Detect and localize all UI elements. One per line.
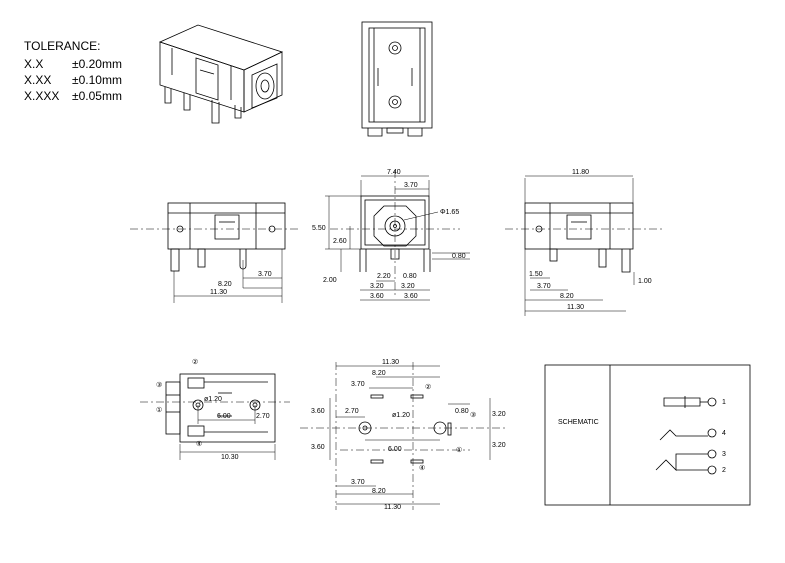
pin-number-3: ③ (156, 381, 162, 389)
dim-label: 3.60 (311, 408, 325, 415)
dim-label: 1.50 (529, 271, 543, 278)
dim-label: 2.00 (323, 277, 337, 284)
pcb-layout (300, 362, 505, 510)
bottom-view (140, 373, 290, 460)
tolerance-key: X.X (24, 57, 44, 71)
mount-hole-icon (388, 41, 402, 55)
dim-label: 11.80 (572, 169, 589, 176)
pin-number-4: ④ (196, 440, 202, 448)
schematic-label: SCHEMATIC (558, 419, 599, 426)
center-pin-symbol (663, 396, 701, 408)
tolerance-row-3: X.XXX ±0.05mm (24, 88, 122, 104)
pin-number-1: ① (156, 406, 162, 414)
dim-label: 3.60 (311, 444, 325, 451)
dim-label: 8.20 (372, 488, 386, 495)
dim-label: 3.70 (351, 479, 365, 486)
tolerance-value: ±0.20mm (72, 57, 122, 71)
tolerance-key: X.XXX (24, 89, 60, 103)
pad-slot-icon (447, 422, 452, 436)
pin-number-2: ② (192, 358, 198, 366)
dim-label: 7.40 (387, 169, 401, 176)
dim-label: 11.30 (382, 359, 399, 366)
dim-label: 11.30 (567, 304, 584, 311)
schematic-pin-4: 4 (722, 430, 726, 437)
tolerance-value: ±0.05mm (72, 89, 122, 103)
dim-label: 0.80 (455, 408, 469, 415)
dim-label: 8.20 (560, 293, 574, 300)
dim-label: 11.30 (210, 289, 227, 296)
isometric-view (158, 24, 284, 124)
dim-label: ø1.20 (392, 412, 410, 419)
dim-label: Φ1.65 (440, 209, 459, 216)
pad-slot-icon (410, 459, 424, 464)
dim-label: 3.70 (537, 283, 551, 290)
pin-number-4: ④ (419, 464, 425, 472)
dim-label: 11.30 (384, 504, 401, 511)
tolerance-row-2: X.XX ±0.10mm (24, 72, 122, 88)
top-view (361, 21, 433, 137)
dim-label: 3.20 (401, 283, 415, 290)
pin-number-2: ② (425, 383, 431, 391)
dim-label: 6.00 (217, 413, 231, 420)
terminal-icon (707, 397, 717, 407)
dim-label: 10.30 (221, 454, 239, 461)
switch-contact-symbol (659, 429, 708, 441)
pad-slot-icon (370, 394, 384, 399)
dim-label: 2.70 (345, 408, 359, 415)
dim-label: 3.70 (258, 271, 272, 278)
front-view (325, 170, 470, 301)
jack-opening-icon (384, 215, 406, 237)
pad-hole-icon (358, 421, 372, 435)
dim-label: 3.20 (492, 411, 506, 418)
schematic-pin-3: 3 (722, 451, 726, 458)
dim-label: 5.50 (312, 225, 326, 232)
dim-label: 0.80 (452, 253, 466, 260)
schematic-pin-2: 2 (722, 467, 726, 474)
dim-label: 3.70 (351, 381, 365, 388)
sleeve-contact-symbol (655, 453, 708, 471)
dim-label: 3.20 (370, 283, 384, 290)
dim-label: 8.20 (218, 281, 232, 288)
tolerance-key: X.XX (24, 73, 52, 87)
dim-label: 3.70 (404, 182, 418, 189)
dim-label: 1.00 (638, 278, 652, 285)
pin-number-1: ① (456, 446, 462, 454)
dim-label: 8.20 (372, 370, 386, 377)
pad-slot-icon (370, 459, 384, 464)
pin-number-3: ③ (470, 411, 476, 419)
dim-label: 0.80 (403, 273, 417, 280)
right-side-view (505, 175, 665, 316)
dim-label: 2.70 (256, 413, 270, 420)
tolerance-value: ±0.10mm (72, 73, 122, 87)
schematic-pin-1: 1 (722, 399, 726, 406)
mount-hole-icon (388, 95, 402, 109)
dim-label: 3.20 (492, 442, 506, 449)
left-side-view (130, 202, 298, 303)
tolerance-title: TOLERANCE: (24, 39, 101, 53)
terminal-icon (707, 428, 717, 438)
dim-label: 6.00 (388, 446, 402, 453)
terminal-icon (707, 465, 717, 475)
dim-label: 2.60 (333, 238, 347, 245)
schematic-box (544, 364, 751, 506)
pad-hole-icon (433, 421, 447, 435)
terminal-icon (707, 449, 717, 459)
pad-slot-icon (410, 394, 424, 399)
dim-label: 2.20 (377, 273, 391, 280)
tolerance-row-1: X.X ±0.20mm (24, 56, 122, 72)
dim-label: ø1.20 (204, 396, 222, 403)
dim-label: 3.60 (404, 293, 418, 300)
dim-label: 3.60 (370, 293, 384, 300)
